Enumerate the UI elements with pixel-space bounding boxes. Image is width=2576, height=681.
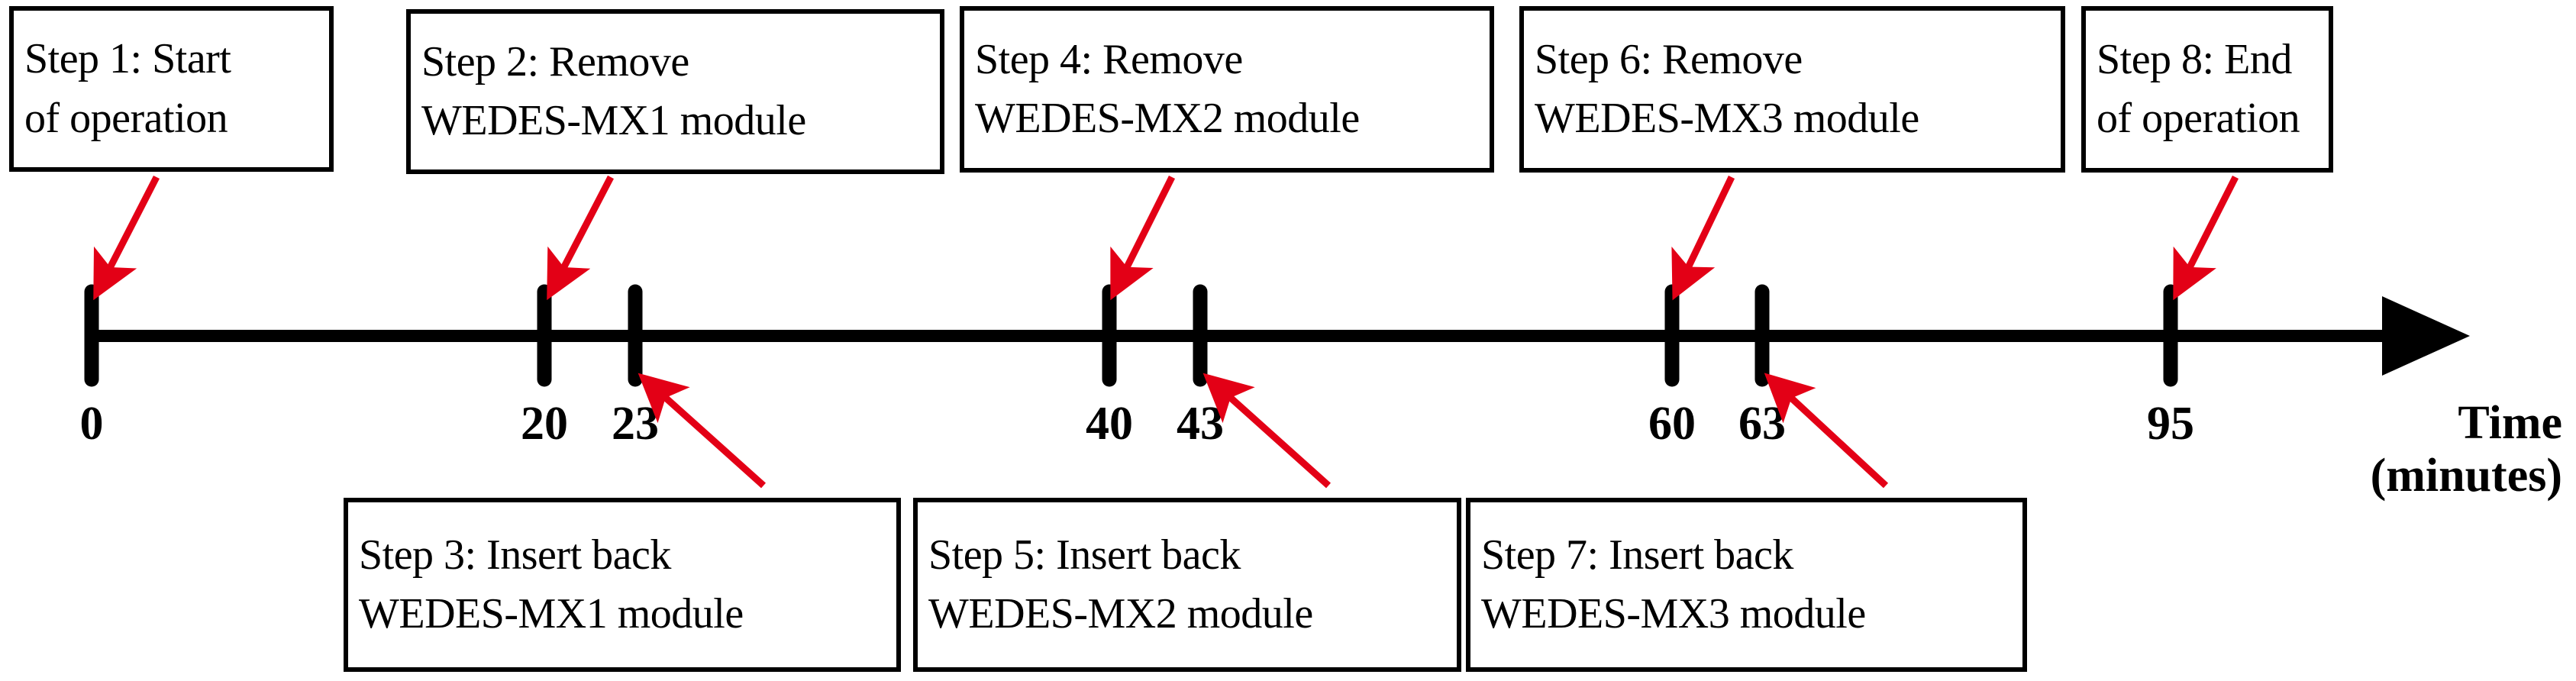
callout-arrow-step-3 (638, 373, 767, 489)
tick-label-63: 63 (1738, 398, 1786, 450)
step-3-line1: Step 3: Insert back (359, 531, 671, 579)
callout-arrow-step-8 (2173, 175, 2239, 301)
step-2-line1: Step 2: Remove (421, 37, 689, 86)
step-4-line1: Step 4: Remove (975, 35, 1243, 83)
step-6-line2: WEDES-MX3 module (1535, 95, 1919, 142)
tick-group (84, 284, 2178, 387)
axis-group (92, 296, 2470, 376)
tick-label-40: 40 (1086, 398, 1133, 450)
step-3-line2: WEDES-MX1 module (359, 590, 744, 637)
step-6-line1: Step 6: Remove (1535, 35, 1803, 83)
step-5-line2: WEDES-MX2 module (928, 590, 1313, 637)
step-8-line1: Step 8: End (2097, 35, 2292, 83)
tick-label-95: 95 (2147, 398, 2194, 450)
step-2-line2: WEDES-MX1 module (421, 97, 806, 144)
step-7-line1: Step 7: Insert back (1481, 531, 1793, 579)
axis-caption-line1: Time (2458, 397, 2562, 449)
tick-label-0: 0 (79, 398, 104, 450)
step-8-line2: of operation (2097, 95, 2300, 142)
step-1-line2: of operation (24, 94, 228, 142)
callout-arrow-step-7 (1764, 373, 1889, 489)
step-1-line1: Step 1: Start (24, 35, 231, 83)
callout-arrow-step-1 (93, 175, 160, 301)
step-box-8: Step 8: End of operation (2081, 6, 2333, 173)
tick-label-23: 23 (612, 398, 659, 450)
callout-arrow-group (93, 175, 2239, 489)
tick-label-43: 43 (1177, 398, 1224, 450)
tick-label-20: 20 (521, 398, 568, 450)
axis-arrowhead-icon (2382, 296, 2470, 376)
callout-arrow-step-4 (1110, 175, 1176, 301)
callout-arrow-step-6 (1671, 176, 1735, 301)
tick-label-60: 60 (1648, 398, 1696, 450)
step-box-1: Step 1: Start of operation (9, 6, 334, 172)
axis-caption-line2: (minutes) (2370, 450, 2562, 502)
step-4-line2: WEDES-MX2 module (975, 95, 1360, 142)
step-7-line2: WEDES-MX3 module (1481, 590, 1866, 637)
step-5-line1: Step 5: Insert back (928, 531, 1241, 579)
axis-caption: Time (minutes) (2371, 397, 2562, 503)
callout-arrow-step-2 (547, 175, 614, 301)
callout-arrow-step-5 (1202, 373, 1332, 489)
